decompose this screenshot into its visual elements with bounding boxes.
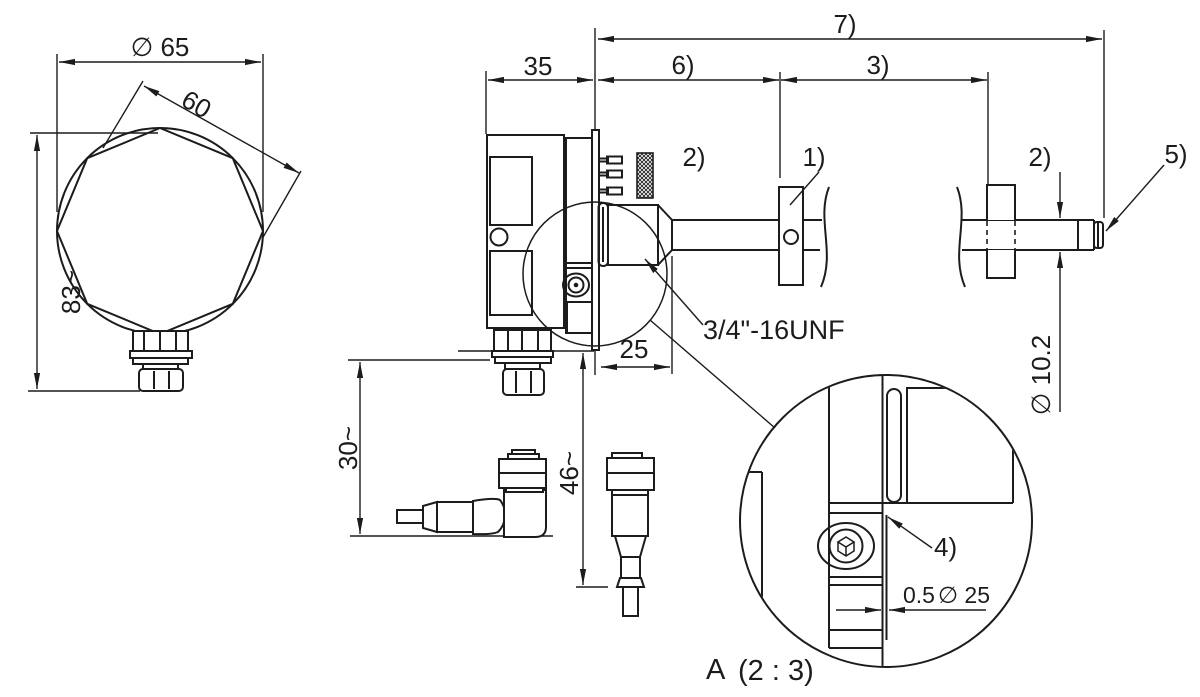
callout-2-rear: 2) [1028, 142, 1051, 172]
cable-gland-side [491, 329, 554, 396]
detail-circle-marker [522, 201, 668, 347]
dim-front-diameter-group: ∅ 65 [56, 32, 264, 212]
dim-straight-connector-group: 46~ [554, 353, 587, 585]
detail-title-letter: A [706, 654, 726, 686]
sensor-head-octagon [55, 126, 265, 336]
probe-tip [1077, 220, 1104, 250]
dim-detail-diameter: ∅ 25 [938, 582, 990, 608]
callout-2-front: 2) [682, 142, 705, 172]
callout-5-group: 5) [1105, 139, 1188, 232]
thread-hex-body [607, 204, 659, 266]
detail-reference-line [649, 319, 776, 429]
mounting-collar-rear [986, 184, 1016, 279]
dim-probe-front-group: 6) [598, 50, 781, 178]
dim-straight-connector: 46~ [554, 451, 584, 495]
dim-front-across-group: 60 [102, 80, 302, 240]
dim-front-height-group: 83~ [28, 132, 158, 392]
dim-detail-gap-group: 0.5 ∅ 25 [836, 582, 990, 614]
thread-label-group: 3/4"-16UNF [644, 258, 845, 345]
oring-detail [886, 388, 902, 503]
housing-window [489, 156, 533, 226]
dim-probe-rear-group: 3) [781, 50, 989, 184]
dim-front-across-flats: 60 [176, 84, 216, 124]
connector-views: 30~ 46~ [333, 350, 655, 617]
dim-thread-length: 25 [620, 334, 649, 364]
callout-5: 5) [1164, 139, 1187, 169]
straight-connector [606, 452, 655, 617]
ground-screw-inner [567, 276, 585, 294]
dim-probe-total: 7) [833, 9, 856, 39]
detail-view-content [748, 376, 1014, 666]
dim-detail-gap: 0.5 [903, 582, 935, 608]
dim-thread-length-group: 25 [601, 256, 673, 374]
probe-view: 7) 6) 3) 2) 1) 2) 5) ∅ 10.2 [598, 9, 1188, 415]
knurled-connector-block [636, 152, 654, 199]
cable-gland-front [129, 330, 193, 392]
dim-probe-total-group: 7) [598, 9, 1105, 218]
angled-connector [396, 449, 547, 538]
detail-title-scale: (2 : 3) [738, 655, 814, 687]
ground-screw-dot [573, 282, 579, 288]
detail-view-circle [739, 374, 1033, 668]
process-connection-fitting [597, 202, 673, 267]
detail-view: 4) 0.5 ∅ 25 A (2 : 3) [706, 374, 1033, 687]
housing-body [486, 134, 565, 329]
dim-angled-connector: 30~ [333, 426, 363, 470]
ground-screw-side [562, 272, 590, 298]
detail-title: A (2 : 3) [706, 654, 814, 687]
hex-socket-screw [817, 522, 875, 570]
callout-1: 1) [802, 142, 825, 172]
dim-probe-diameter-group: ∅ 10.2 [1026, 172, 1064, 415]
callout-4-group: 4) [887, 516, 957, 562]
break-line-left [820, 186, 830, 288]
dim-probe-diameter: ∅ 10.2 [1026, 335, 1056, 415]
mounting-collar [778, 186, 804, 286]
dim-probe-3: 3) [866, 50, 889, 80]
housing-button [489, 227, 509, 247]
front-view: ∅ 65 60 83~ [28, 32, 302, 392]
dim-angled-connector-group: 30~ [333, 362, 364, 534]
housing-rear-column [565, 137, 593, 334]
housing-lower-panel [489, 250, 533, 316]
callout-4: 4) [934, 532, 957, 562]
dim-front-diameter: ∅ 65 [131, 32, 190, 62]
dim-housing-width-group: 35 [485, 28, 596, 375]
label-thread-size: 3/4"-16UNF [703, 315, 845, 345]
break-line-right [956, 186, 966, 288]
dim-housing-width: 35 [524, 51, 553, 81]
probe-tube-rear [962, 219, 1094, 251]
side-view: 35 25 3/4"-16UNF [485, 28, 845, 429]
rear-column-lines [566, 262, 592, 333]
detail-hex-block [906, 387, 1014, 503]
dim-front-height: 83~ [56, 270, 86, 314]
collar-hole [783, 229, 799, 245]
callout-1-group: 1) [789, 142, 826, 206]
connector-pins [598, 155, 623, 196]
dim-probe-6: 6) [671, 50, 694, 80]
